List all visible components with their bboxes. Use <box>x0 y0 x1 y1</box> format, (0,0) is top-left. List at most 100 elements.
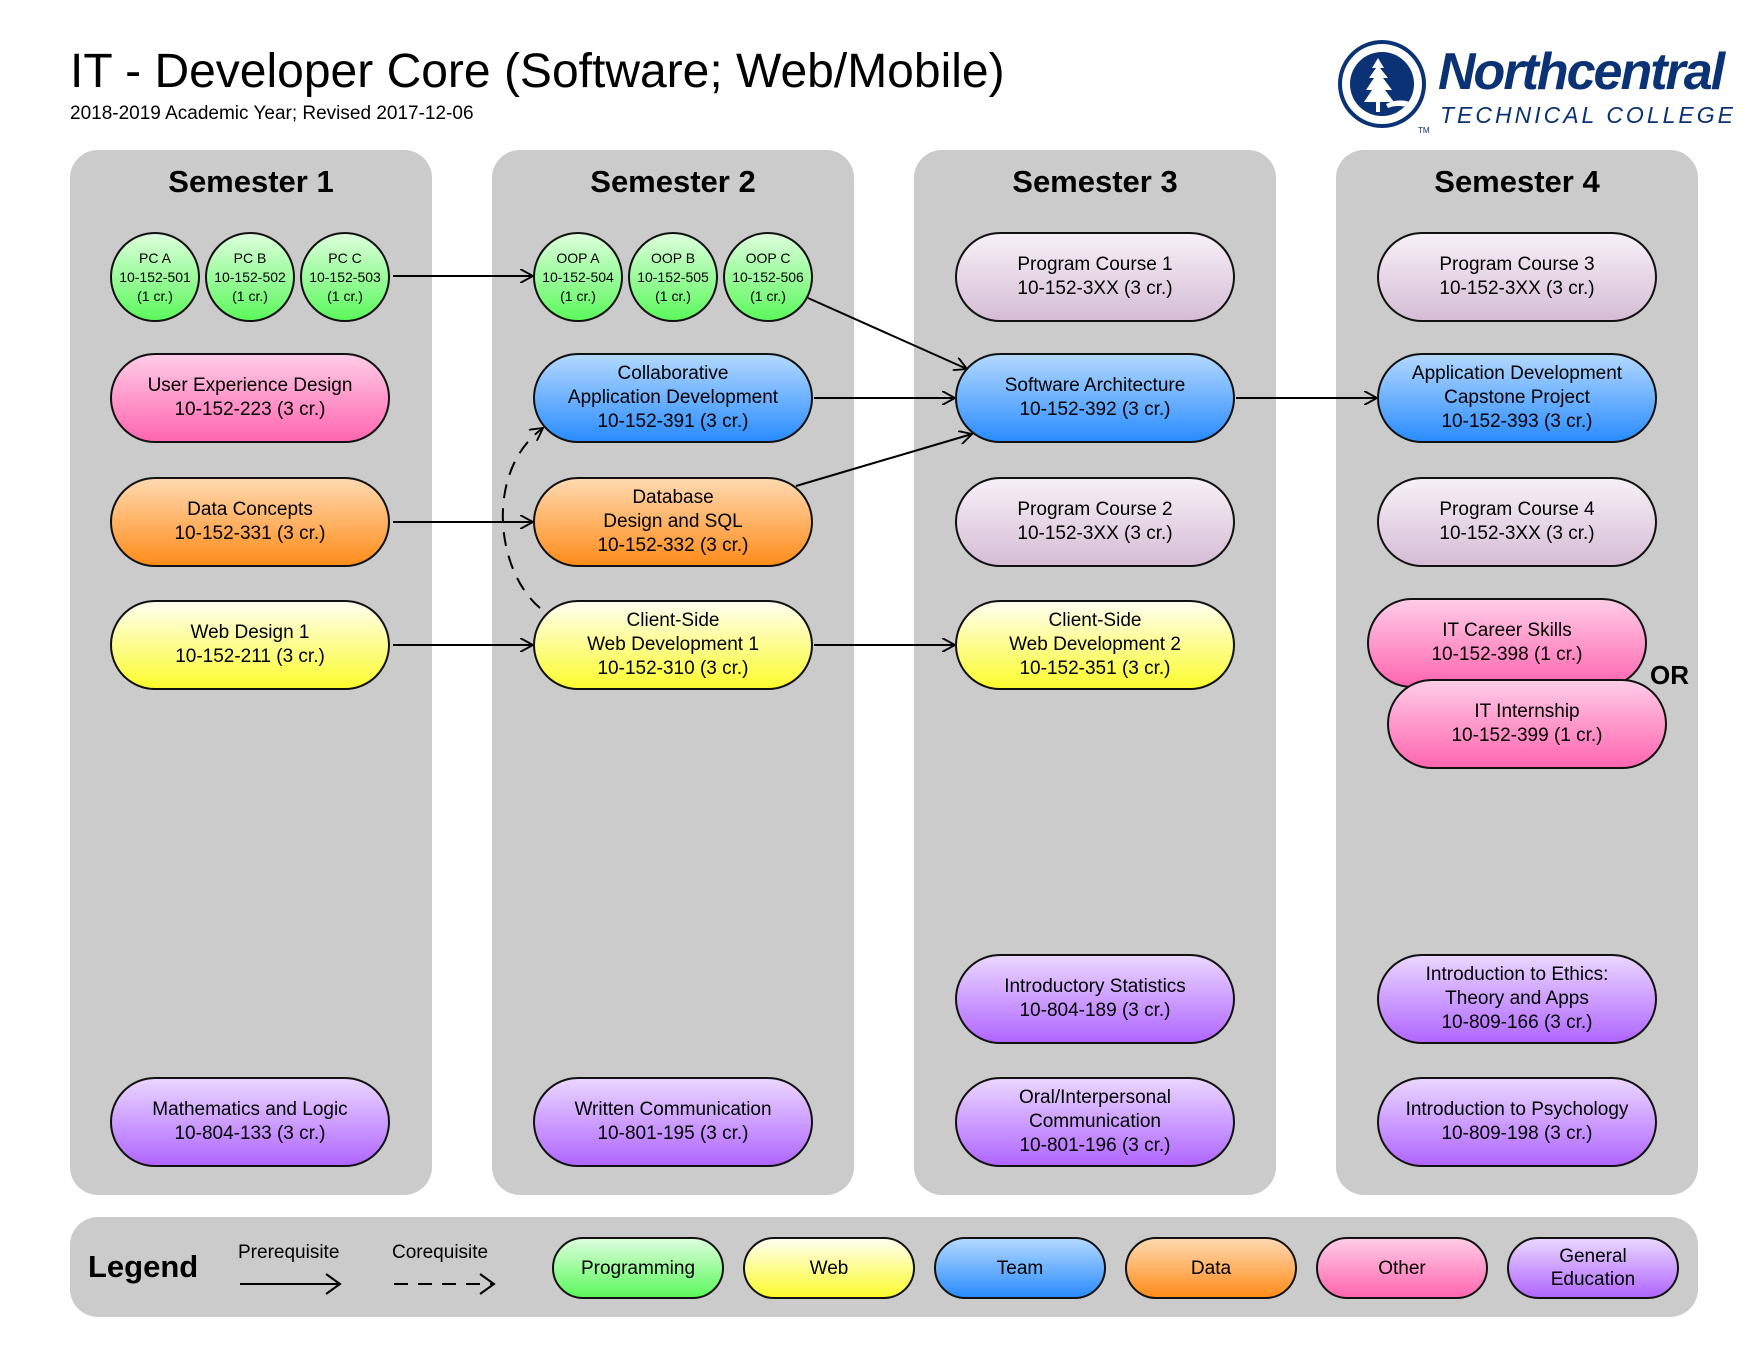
page-subtitle: 2018-2019 Academic Year; Revised 2017-12… <box>70 103 474 124</box>
course-pc-a[interactable]: PC A 10-152-501 (1 cr.) <box>110 232 200 322</box>
course-title: Communication <box>1029 1111 1161 1132</box>
course-user-experience-design[interactable]: User Experience Design 10-152-223 (3 cr.… <box>110 353 390 443</box>
course-application-development-capstone[interactable]: Application Development Capstone Project… <box>1377 353 1657 443</box>
course-database-design-and-sql[interactable]: Database Design and SQL 10-152-332 (3 cr… <box>533 477 813 567</box>
course-title: Introduction to Ethics: <box>1425 964 1609 985</box>
course-code: 10-809-166 (3 cr.) <box>1441 1012 1593 1033</box>
course-name: PC C <box>328 249 362 266</box>
course-it-career-skills[interactable]: IT Career Skills 10-152-398 (1 cr.) <box>1367 598 1647 688</box>
course-client-side-web-development-2[interactable]: Client-Side Web Development 2 10-152-351… <box>955 600 1235 690</box>
course-introduction-to-ethics[interactable]: Introduction to Ethics: Theory and Apps … <box>1377 954 1657 1044</box>
course-code: 10-152-391 (3 cr.) <box>597 411 749 432</box>
course-code: 10-152-351 (3 cr.) <box>1019 658 1171 679</box>
legend-other: Other <box>1316 1237 1488 1299</box>
semester-title: Semester 2 <box>590 164 756 199</box>
legend-team: Team <box>934 1237 1106 1299</box>
course-credits: (1 cr.) <box>655 287 691 304</box>
course-credits: (1 cr.) <box>750 287 786 304</box>
course-title: Program Course 2 <box>1017 499 1173 520</box>
course-code: 10-152-502 <box>214 268 286 285</box>
course-written-communication[interactable]: Written Communication 10-801-195 (3 cr.) <box>533 1077 813 1167</box>
course-program-course-1[interactable]: Program Course 1 10-152-3XX (3 cr.) <box>955 232 1235 322</box>
semester-title: Semester 3 <box>1012 164 1178 199</box>
course-code: 10-809-198 (3 cr.) <box>1441 1123 1593 1144</box>
course-code: 10-152-505 <box>637 268 709 285</box>
course-title: Program Course 4 <box>1439 499 1595 520</box>
legend-prerequisite-arrow-icon <box>240 1273 342 1295</box>
course-title: Introduction to Psychology <box>1405 1099 1629 1120</box>
course-data-concepts[interactable]: Data Concepts 10-152-331 (3 cr.) <box>110 477 390 567</box>
course-it-internship[interactable]: IT Internship 10-152-399 (1 cr.) <box>1387 679 1667 769</box>
legend-title: Legend <box>88 1249 199 1284</box>
course-oop-a[interactable]: OOP A 10-152-504 (1 cr.) <box>533 232 623 322</box>
course-code: 10-152-310 (3 cr.) <box>597 658 749 679</box>
course-code: 10-152-503 <box>309 268 381 285</box>
legend-programming: Programming <box>552 1237 724 1299</box>
course-title: Capstone Project <box>1444 387 1590 408</box>
course-software-architecture[interactable]: Software Architecture 10-152-392 (3 cr.) <box>955 353 1235 443</box>
course-code: 10-152-501 <box>119 268 191 285</box>
course-title: Collaborative <box>617 363 729 384</box>
legend-general-education: General Education <box>1507 1237 1679 1299</box>
course-credits: (1 cr.) <box>232 287 268 304</box>
course-program-course-2[interactable]: Program Course 2 10-152-3XX (3 cr.) <box>955 477 1235 567</box>
course-title: Web Design 1 <box>190 622 310 643</box>
course-mathematics-and-logic[interactable]: Mathematics and Logic 10-804-133 (3 cr.) <box>110 1077 390 1167</box>
semester-title: Semester 4 <box>1434 164 1600 199</box>
course-introductory-statistics[interactable]: Introductory Statistics 10-804-189 (3 cr… <box>955 954 1235 1044</box>
course-title: Mathematics and Logic <box>152 1099 348 1120</box>
course-name: PC B <box>233 249 267 266</box>
legend-corequisite-label: Corequisite <box>392 1242 489 1263</box>
course-name: OOP B <box>650 249 696 266</box>
course-title: Database <box>632 487 714 508</box>
course-title: Program Course 1 <box>1017 254 1173 275</box>
course-code: 10-152-398 (1 cr.) <box>1431 644 1583 665</box>
course-client-side-web-development-1[interactable]: Client-Side Web Development 1 10-152-310… <box>533 600 813 690</box>
course-oral-interpersonal-communication[interactable]: Oral/Interpersonal Communication 10-801-… <box>955 1077 1235 1167</box>
logo-name: Northcentral <box>1438 43 1725 101</box>
course-collaborative-application-development[interactable]: Collaborative Application Development 10… <box>533 353 813 443</box>
legend-corequisite-arrow-icon <box>394 1273 496 1295</box>
course-introduction-to-psychology[interactable]: Introduction to Psychology 10-809-198 (3… <box>1377 1077 1657 1167</box>
course-title: Design and SQL <box>603 511 743 532</box>
course-name: OOP A <box>556 249 600 266</box>
course-title: Written Communication <box>574 1099 772 1120</box>
course-credits: (1 cr.) <box>137 287 173 304</box>
course-code: 10-152-3XX (3 cr.) <box>1017 523 1173 544</box>
course-code: 10-804-133 (3 cr.) <box>174 1123 326 1144</box>
or-label: OR <box>1650 660 1689 690</box>
course-program-course-4[interactable]: Program Course 4 10-152-3XX (3 cr.) <box>1377 477 1657 567</box>
course-pc-b[interactable]: PC B 10-152-502 (1 cr.) <box>205 232 295 322</box>
course-oop-c[interactable]: OOP C 10-152-506 (1 cr.) <box>723 232 813 322</box>
course-code: 10-152-393 (3 cr.) <box>1441 411 1593 432</box>
legend-prerequisite-label: Prerequisite <box>238 1242 340 1263</box>
semester-title: Semester 1 <box>168 164 334 199</box>
course-title: Client-Side <box>1048 610 1142 631</box>
course-code: 10-152-3XX (3 cr.) <box>1017 278 1173 299</box>
course-title: Application Development <box>1411 363 1623 384</box>
course-credits: (1 cr.) <box>327 287 363 304</box>
course-title: Theory and Apps <box>1445 988 1589 1009</box>
course-title: User Experience Design <box>147 375 353 396</box>
course-title: Client-Side <box>626 610 720 631</box>
course-name: OOP C <box>745 249 791 266</box>
college-logo: Northcentral TECHNICAL COLLEGE TM <box>1338 38 1733 138</box>
course-pc-c[interactable]: PC C 10-152-503 (1 cr.) <box>300 232 390 322</box>
course-credits: (1 cr.) <box>560 287 596 304</box>
course-title: Introductory Statistics <box>1004 976 1186 997</box>
course-code: 10-801-195 (3 cr.) <box>597 1123 749 1144</box>
course-code: 10-152-506 <box>732 268 804 285</box>
course-title: IT Career Skills <box>1442 620 1572 641</box>
logo-trademark: TM <box>1418 126 1430 135</box>
course-code: 10-804-189 (3 cr.) <box>1019 1000 1171 1021</box>
course-code: 10-801-196 (3 cr.) <box>1019 1135 1171 1156</box>
course-title: Data Concepts <box>187 499 313 520</box>
course-program-course-3[interactable]: Program Course 3 10-152-3XX (3 cr.) <box>1377 232 1657 322</box>
course-oop-b[interactable]: OOP B 10-152-505 (1 cr.) <box>628 232 718 322</box>
course-title: Web Development 1 <box>587 634 759 655</box>
legend: Legend Prerequisite Corequisite Programm… <box>70 1217 1698 1317</box>
course-web-design-1[interactable]: Web Design 1 10-152-211 (3 cr.) <box>110 600 390 690</box>
course-code: 10-152-211 (3 cr.) <box>175 646 325 667</box>
tree-emblem-icon <box>1338 40 1426 128</box>
course-title: Web Development 2 <box>1009 634 1181 655</box>
